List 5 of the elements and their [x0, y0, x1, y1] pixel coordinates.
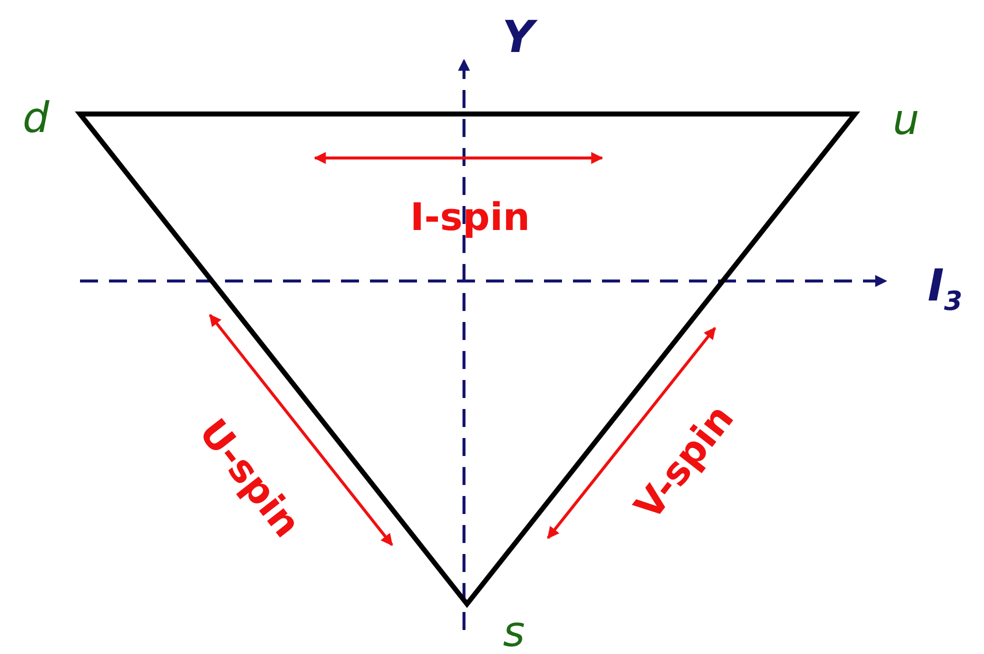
quark-label: d: [22, 97, 50, 139]
axis-label: I$_{3}$: [928, 264, 962, 316]
quark-label: u: [892, 99, 920, 141]
operator-label: I-spin: [410, 198, 530, 236]
quark-label: s: [503, 611, 525, 653]
